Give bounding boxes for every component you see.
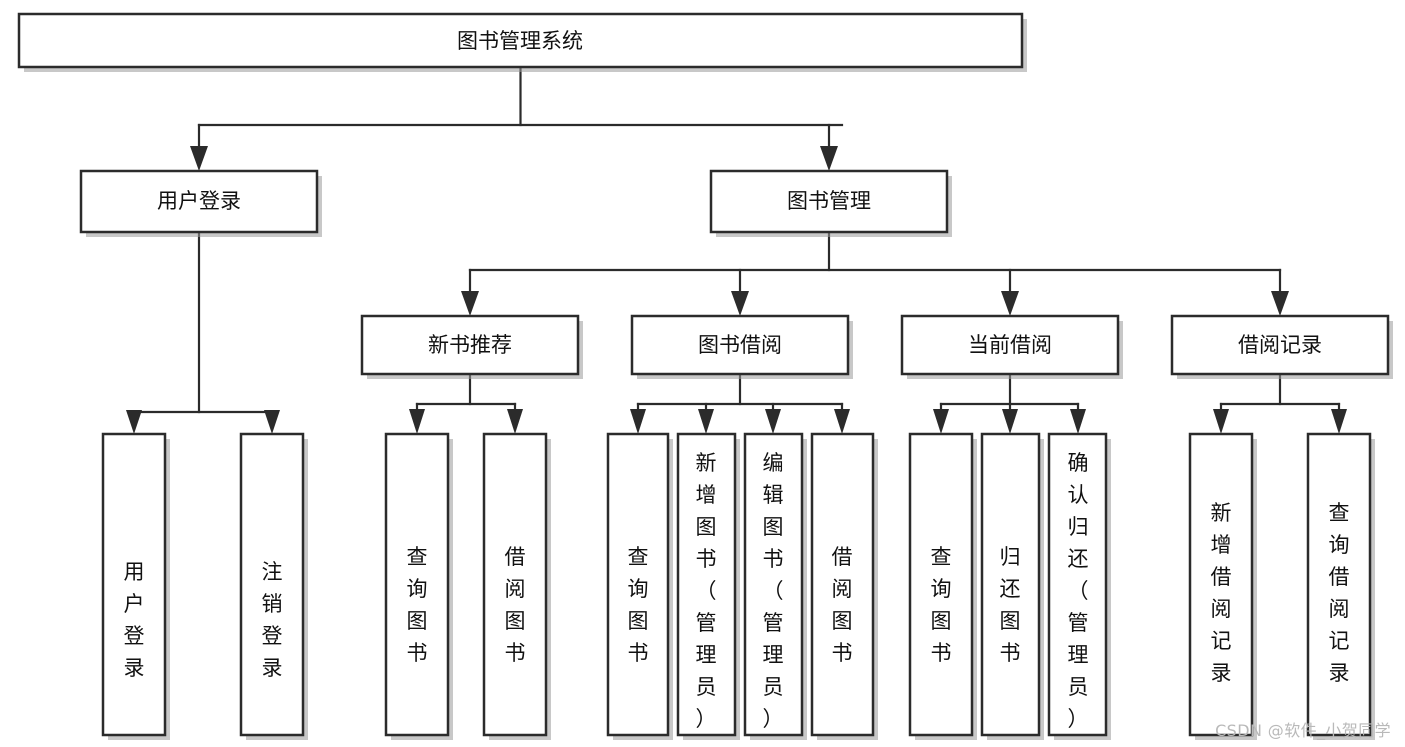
arrow-to-leaf-add-record xyxy=(1213,409,1229,434)
arrow-to-user-login xyxy=(190,146,208,171)
arrow-to-leaf-return-book xyxy=(1002,409,1018,434)
node-leaf-query-book-3-box[interactable] xyxy=(908,432,974,737)
arrow-to-leaf-query-record xyxy=(1331,409,1347,434)
node-leaf-query-record-label: 查询借阅记录 xyxy=(1329,501,1350,685)
connector-layer xyxy=(126,65,1347,434)
arrow-to-leaf-borrow-book-1 xyxy=(507,409,523,434)
node-leaf-query-book-1[interactable]: 查询图书 xyxy=(384,432,453,740)
node-leaf-query-record-box[interactable] xyxy=(1306,432,1372,737)
node-leaf-add-book-box[interactable] xyxy=(676,432,737,737)
node-book-borrow[interactable]: 图书借阅 xyxy=(630,314,853,379)
node-new-book-rec-box[interactable] xyxy=(360,314,580,376)
node-root-label: 图书管理系统 xyxy=(457,29,583,53)
node-leaf-logout[interactable]: 注销登录 xyxy=(239,432,308,740)
node-leaf-add-record-label: 新增借阅记录 xyxy=(1211,501,1232,685)
arrow-to-leaf-add-book xyxy=(698,409,714,434)
node-leaf-query-book-3[interactable]: 查询图书 xyxy=(908,432,977,740)
arrow-to-leaf-user-login xyxy=(126,410,142,434)
node-current-borrow-box[interactable] xyxy=(900,314,1120,376)
node-user-login-box[interactable] xyxy=(79,169,319,234)
node-leaf-add-book-label: 新增图书（管理员） xyxy=(696,451,717,731)
node-leaf-user-login-box[interactable] xyxy=(101,432,167,737)
node-leaf-borrow-book-1-label: 借阅图书 xyxy=(505,545,526,665)
node-user-login-label: 用户登录 xyxy=(157,189,241,213)
csdn-watermark: CSDN @软件_小贺同学 xyxy=(1215,721,1391,740)
arrow-to-leaf-logout xyxy=(264,410,280,434)
node-current-borrow-label: 当前借阅 xyxy=(968,333,1052,357)
node-leaf-edit-book[interactable]: 编辑图书（管理员） xyxy=(743,432,807,740)
arrow-to-borrow-record xyxy=(1271,291,1289,316)
node-book-borrow-box[interactable] xyxy=(630,314,850,376)
node-leaf-user-login[interactable]: 用户登录 xyxy=(101,432,170,740)
node-leaf-return-book-label: 归还图书 xyxy=(1000,545,1021,665)
node-borrow-record-box[interactable] xyxy=(1170,314,1390,376)
node-leaf-query-book-1-box[interactable] xyxy=(384,432,450,737)
node-leaf-confirm-return[interactable]: 确认归还（管理员） xyxy=(1047,432,1111,740)
arrow-to-new-book-rec xyxy=(461,291,479,316)
node-leaf-borrow-book-2-label: 借阅图书 xyxy=(832,545,853,665)
node-book-manage[interactable]: 图书管理 xyxy=(709,169,952,237)
node-root[interactable]: 图书管理系统 xyxy=(17,12,1027,72)
arrow-to-current-borrow xyxy=(1001,291,1019,316)
arrow-to-leaf-edit-book xyxy=(765,409,781,434)
node-borrow-record[interactable]: 借阅记录 xyxy=(1170,314,1393,379)
node-leaf-query-record[interactable]: 查询借阅记录 xyxy=(1306,432,1375,740)
node-book-manage-box[interactable] xyxy=(709,169,949,234)
arrow-to-book-manage xyxy=(820,146,838,171)
node-leaf-query-book-2[interactable]: 查询图书 xyxy=(606,432,673,740)
arrow-to-leaf-borrow-book-2 xyxy=(834,409,850,434)
arrow-to-leaf-query-book-3 xyxy=(933,409,949,434)
node-leaf-confirm-return-label: 确认归还（管理员） xyxy=(1068,451,1089,731)
node-root-box[interactable] xyxy=(17,12,1024,69)
node-book-borrow-label: 图书借阅 xyxy=(698,333,782,357)
node-borrow-record-label: 借阅记录 xyxy=(1238,333,1322,357)
node-new-book-rec[interactable]: 新书推荐 xyxy=(360,314,583,379)
node-book-manage-label: 图书管理 xyxy=(787,189,871,213)
arrow-to-book-borrow xyxy=(731,291,749,316)
node-leaf-edit-book-label: 编辑图书（管理员） xyxy=(763,451,784,731)
arrow-to-leaf-query-book-2 xyxy=(630,409,646,434)
node-leaf-borrow-book-2-box[interactable] xyxy=(810,432,875,737)
node-leaf-add-record[interactable]: 新增借阅记录 xyxy=(1188,432,1257,740)
node-leaf-return-book[interactable]: 归还图书 xyxy=(980,432,1044,740)
arrow-to-leaf-confirm-return xyxy=(1070,409,1086,434)
node-leaf-borrow-book-1-box[interactable] xyxy=(482,432,548,737)
node-current-borrow[interactable]: 当前借阅 xyxy=(900,314,1123,379)
node-leaf-borrow-book-1[interactable]: 借阅图书 xyxy=(482,432,551,740)
node-leaf-add-book[interactable]: 新增图书（管理员） xyxy=(676,432,740,740)
node-leaf-query-book-1-label: 查询图书 xyxy=(407,545,428,665)
node-leaf-user-login-label: 用户登录 xyxy=(124,560,145,680)
node-leaf-add-record-box[interactable] xyxy=(1188,432,1254,737)
node-new-book-rec-label: 新书推荐 xyxy=(428,333,512,357)
node-leaf-borrow-book-2[interactable]: 借阅图书 xyxy=(810,432,878,740)
node-leaf-query-book-3-label: 查询图书 xyxy=(931,545,952,665)
node-leaf-logout-box[interactable] xyxy=(239,432,305,737)
node-leaf-confirm-return-box[interactable] xyxy=(1047,432,1108,737)
node-leaf-query-book-2-label: 查询图书 xyxy=(628,545,649,665)
node-leaf-query-book-2-box[interactable] xyxy=(606,432,670,737)
arrow-to-leaf-query-book-1 xyxy=(409,409,425,434)
node-user-login[interactable]: 用户登录 xyxy=(79,169,322,237)
node-leaf-return-book-box[interactable] xyxy=(980,432,1041,737)
node-leaf-edit-book-box[interactable] xyxy=(743,432,804,737)
node-leaf-logout-label: 注销登录 xyxy=(262,560,283,680)
